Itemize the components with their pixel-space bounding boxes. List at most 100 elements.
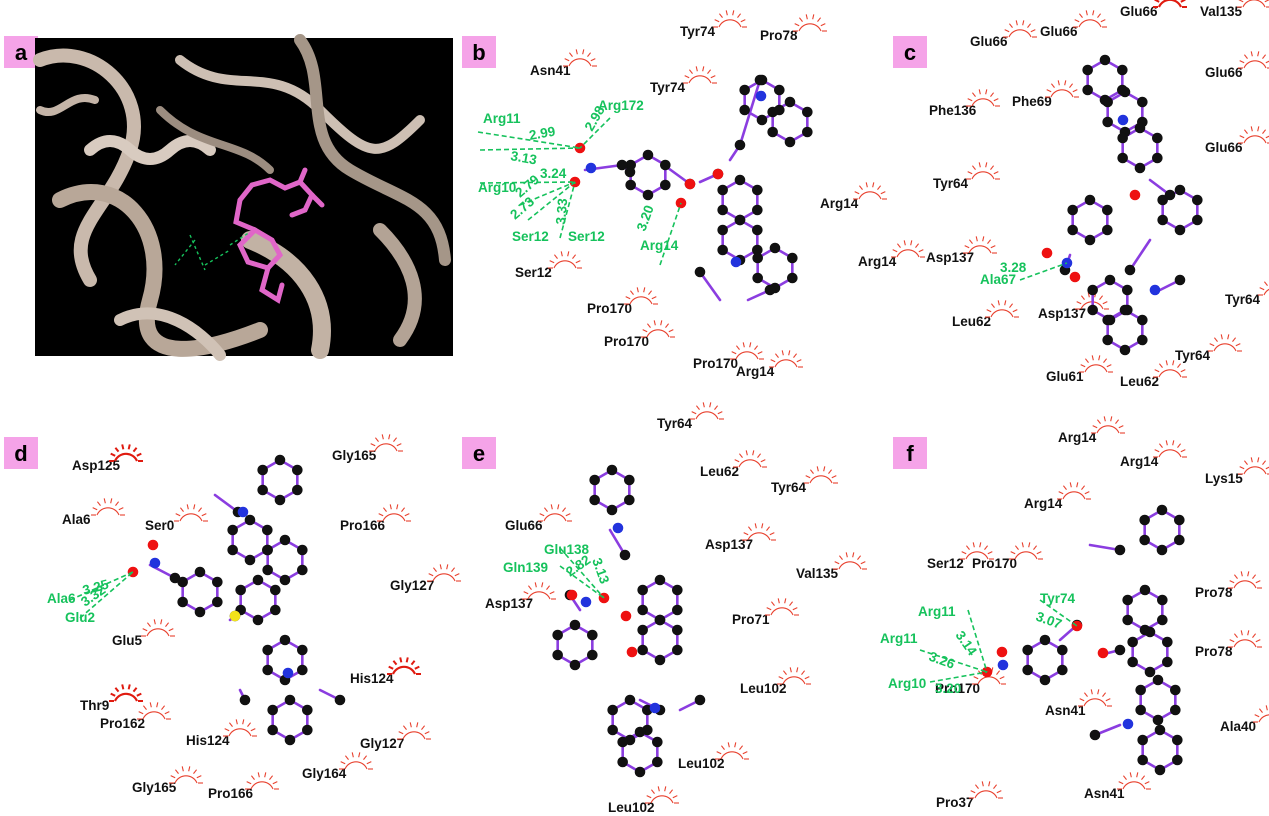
contact-arc [793, 14, 827, 32]
atom-carbon [1139, 584, 1151, 596]
atom-carbon [270, 604, 281, 616]
atom-carbon [752, 204, 763, 216]
panel-label-box [893, 437, 927, 469]
atom-carbon [239, 694, 251, 706]
contact-arc [522, 582, 556, 600]
contact-arc [397, 722, 431, 740]
atom-carbon [1174, 514, 1185, 526]
atom-carbon [1162, 636, 1173, 648]
atom-oxygen [1129, 189, 1141, 201]
contact-arc [1057, 482, 1091, 500]
panel-label: d [14, 441, 27, 466]
atom-carbon [1067, 224, 1078, 236]
atom-carbon [292, 484, 303, 496]
atom-carbon [1157, 614, 1168, 626]
residue-label: Pro170 [604, 334, 649, 349]
contact-arc [1228, 630, 1262, 648]
atom-nitrogen [1117, 114, 1129, 126]
atom-carbon [552, 649, 563, 661]
residue-label: Gly164 [302, 766, 347, 781]
atom-carbon [274, 454, 286, 466]
contact-arc [377, 504, 411, 522]
atom-carbon [752, 244, 763, 256]
residue-label: Leu102 [608, 800, 655, 815]
residue-label: Tyr64 [933, 176, 969, 191]
contact-arc [1079, 355, 1113, 373]
atom-carbon [297, 564, 308, 576]
panel-label: a [15, 40, 28, 65]
contact-arc [742, 523, 776, 541]
panel-label: f [906, 441, 914, 466]
atom-carbon [169, 572, 181, 584]
atom-carbon [637, 644, 648, 656]
atom-carbon [1154, 764, 1166, 776]
atom-carbon [1174, 224, 1186, 236]
contact-arc [1078, 689, 1112, 707]
atom-oxygen [147, 539, 159, 551]
atom-carbon [279, 534, 291, 546]
contact-arc [141, 619, 175, 637]
atom-carbon [752, 272, 763, 284]
panel-label-box [4, 36, 38, 68]
atom-carbon [1127, 656, 1138, 668]
atom-carbon [654, 614, 666, 626]
residue-label: Glu5 [112, 633, 142, 648]
atom-carbon [660, 159, 671, 171]
atom-carbon [606, 504, 618, 516]
atom-carbon [257, 464, 268, 476]
atom-carbon [1139, 514, 1150, 526]
residue-label: Gly127 [390, 578, 434, 593]
contact-arc [769, 350, 803, 368]
atom-carbon [672, 644, 683, 656]
contact-arc [730, 342, 764, 360]
atom-carbon [1102, 224, 1113, 236]
contact-arc [245, 772, 279, 790]
atom-oxygen [566, 589, 578, 601]
atom-carbon [1152, 714, 1164, 726]
atom-carbon [1172, 754, 1183, 766]
atom-carbon [1157, 594, 1168, 606]
atom-carbon [1174, 184, 1186, 196]
contact-arc [1073, 10, 1107, 28]
residue-label: Pro170 [972, 556, 1017, 571]
contact-arc [715, 742, 749, 760]
atom-carbon [1039, 674, 1051, 686]
atom-carbon [1117, 64, 1128, 76]
atom-carbon [624, 166, 636, 178]
atom-carbon [1137, 754, 1148, 766]
atom-carbon [637, 624, 648, 636]
contact-arc [733, 450, 767, 468]
atom-carbon [552, 629, 563, 641]
atom-oxygen [1071, 620, 1083, 632]
contact-arc [969, 781, 1003, 799]
residue-label: Arg14 [1058, 430, 1097, 445]
atom-carbon [1104, 274, 1116, 286]
atom-carbon [297, 644, 308, 656]
atom-carbon [625, 179, 636, 191]
atom-carbon [244, 554, 256, 566]
contact-arc [1045, 80, 1079, 98]
hbond-residue: Arg11 [918, 604, 956, 619]
panel-label-box [4, 437, 38, 469]
atom-carbon [302, 704, 313, 716]
atom-carbon [1122, 284, 1133, 296]
contact-arc [387, 657, 421, 675]
hbond-distance: 2.99 [528, 124, 556, 143]
contact-arc [1153, 440, 1187, 458]
atom-carbon [1135, 684, 1146, 696]
hbond-distance: 3.13 [509, 148, 538, 167]
atom-carbon [1114, 544, 1126, 556]
atom-carbon [1119, 344, 1131, 356]
atom-carbon [262, 544, 273, 556]
contact-arc [1238, 457, 1269, 475]
hbond-residue: Ala6 [47, 591, 76, 606]
atom-carbon [1099, 54, 1111, 66]
contact-arc [1091, 416, 1125, 434]
atom-carbon [302, 724, 313, 736]
atom-carbon [642, 189, 654, 201]
residue-label: Glu66 [1040, 24, 1078, 39]
panel-a: a [4, 34, 453, 361]
atom-carbon [1139, 534, 1150, 546]
panel-label: e [473, 441, 485, 466]
